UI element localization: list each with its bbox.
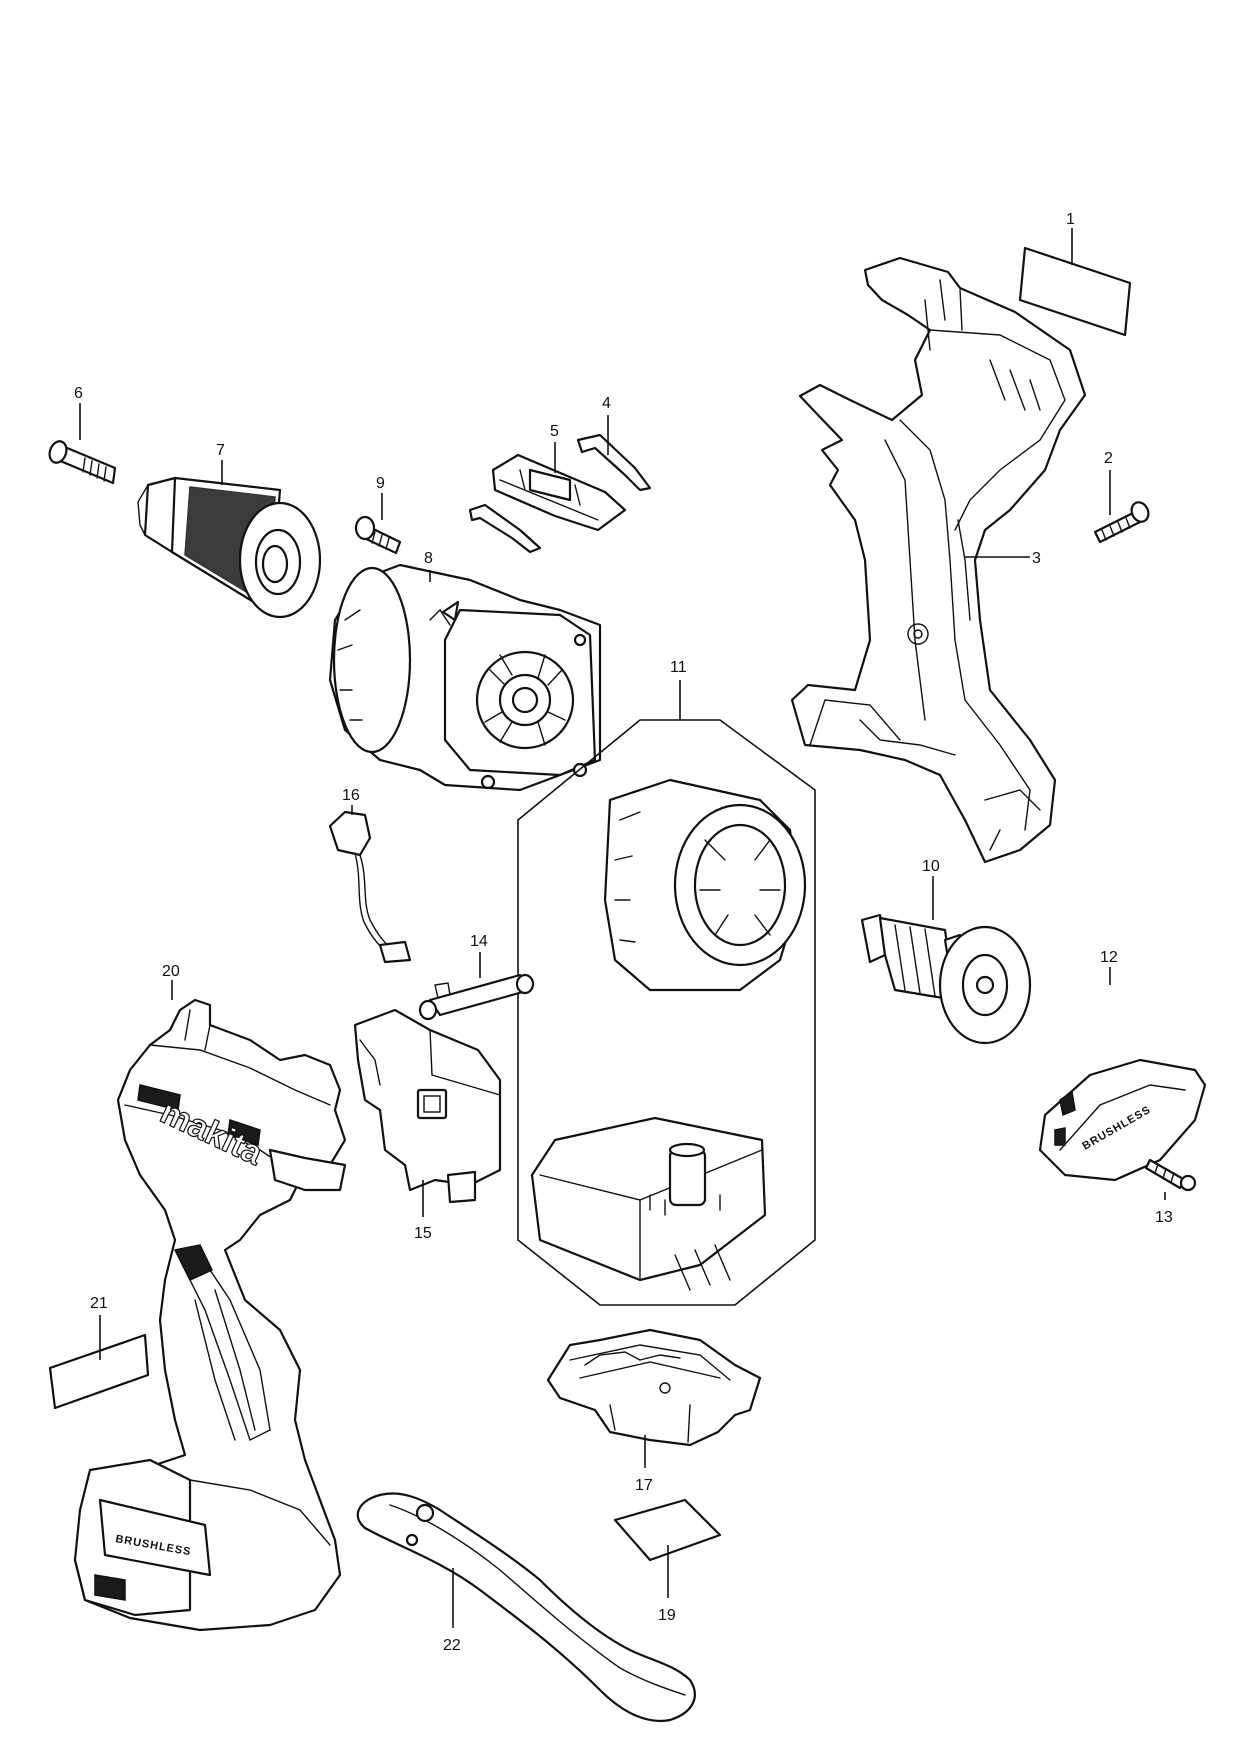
label-part-17: 19 (658, 1607, 676, 1624)
part-11-stator-assembly[interactable] (517, 719, 816, 1306)
part-1-label[interactable] (1018, 246, 1132, 337)
label-part-11: 11 (670, 659, 687, 676)
label-part-12: 12 (1100, 949, 1118, 966)
part-9-screw[interactable] (354, 515, 402, 555)
label-part-1: 1 (1066, 211, 1075, 228)
part-3-housing[interactable] (790, 256, 1087, 864)
part-21-name-plate[interactable] (48, 1333, 150, 1410)
label-part-16: 17 (635, 1477, 653, 1494)
label-part-10: 10 (922, 858, 940, 875)
part-6-screw[interactable] (47, 439, 117, 485)
label-part-22: 22 (443, 1637, 461, 1654)
part-4-spring[interactable] (468, 433, 652, 554)
label-part-14: 14 (470, 933, 488, 950)
label-part-3: 3 (1032, 550, 1041, 567)
label-part-2: 2 (1104, 450, 1113, 467)
leader-lines (79, 228, 1166, 1628)
label-part-5: 5 (550, 423, 559, 440)
label-part-19: 16 (342, 787, 360, 804)
part-10-rotor[interactable] (860, 913, 1032, 1045)
part-22-strap[interactable] (356, 1492, 696, 1723)
part-17-label[interactable] (613, 1498, 722, 1562)
part-20-housing-set[interactable]: makita BRUSHLESS (73, 998, 347, 1632)
label-part-13: 13 (1155, 1209, 1173, 1226)
part-2-screw[interactable] (1093, 500, 1151, 544)
label-part-15: 15 (414, 1225, 432, 1242)
part-16-terminal[interactable] (546, 1328, 762, 1447)
part-number-labels: 1 2 3 4 5 6 7 9 8 11 10 12 13 16 14 15 2… (74, 211, 1173, 1654)
label-part-6: 6 (74, 385, 83, 402)
part-5-lever[interactable] (491, 453, 627, 532)
part-19-lead-wire[interactable] (328, 810, 412, 964)
label-part-8: 8 (424, 550, 433, 567)
label-part-21: 21 (90, 1295, 108, 1312)
part-8-gear-assembly[interactable] (328, 563, 602, 792)
label-part-9: 9 (376, 475, 385, 492)
part-14-led-circuit[interactable] (418, 973, 535, 1021)
label-part-20: 20 (162, 963, 180, 980)
part-12-rear-cover[interactable]: BRUSHLESS (1038, 1058, 1207, 1182)
part-13-screw[interactable] (1144, 1158, 1197, 1192)
label-part-7: 7 (216, 442, 225, 459)
part-7-chuck[interactable] (137, 476, 322, 619)
label-part-4: 4 (602, 395, 611, 412)
part-15-switch[interactable] (353, 1008, 502, 1204)
